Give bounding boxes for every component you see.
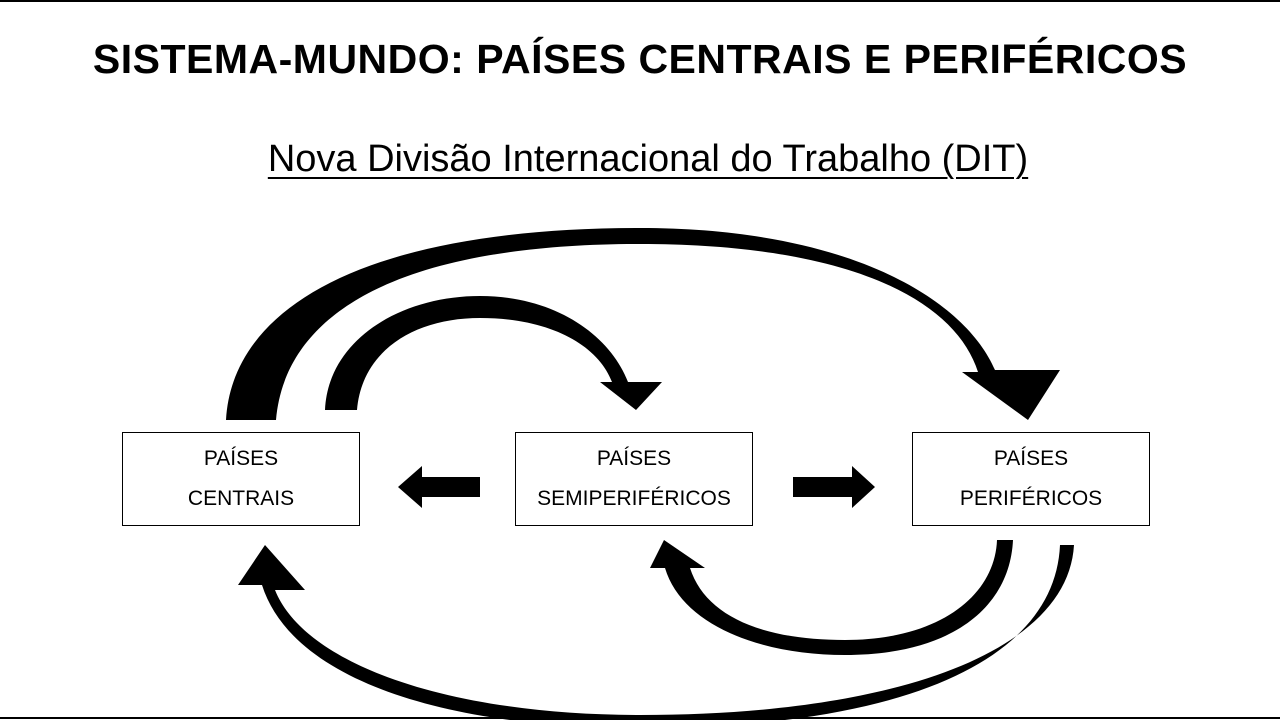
node-label-line2: CENTRAIS xyxy=(187,487,295,510)
node-label-line2: PERIFÉRICOS xyxy=(959,487,1103,510)
bottom-border xyxy=(0,717,1280,719)
node-label-line1: PAÍSES xyxy=(993,447,1069,470)
node-label-line1: PAÍSES xyxy=(596,447,672,470)
slide-subtitle: Nova Divisão Internacional do Trabalho (… xyxy=(0,136,1280,182)
subtitle-text: Nova Divisão Internacional do Trabalho (… xyxy=(267,138,1029,180)
slide-title: SISTEMA-MUNDO: PAÍSES CENTRAIS E PERIFÉR… xyxy=(92,36,1188,82)
arrow-semi-to-perifericos xyxy=(793,466,875,508)
arrow-perifericos-to-semi xyxy=(650,540,1013,655)
arrow-semi-to-centrais xyxy=(398,466,480,508)
node-label-line1: PAÍSES xyxy=(203,447,279,470)
node-paises-centrais: PAÍSES CENTRAIS xyxy=(122,432,360,526)
arrow-centrais-to-semiperifericos xyxy=(325,296,662,410)
node-paises-perifericos: PAÍSES PERIFÉRICOS xyxy=(912,432,1150,526)
node-paises-semiperifericos: PAÍSES SEMIPERIFÉRICOS xyxy=(515,432,753,526)
node-label-line2: SEMIPERIFÉRICOS xyxy=(537,487,731,510)
top-border xyxy=(0,0,1280,2)
